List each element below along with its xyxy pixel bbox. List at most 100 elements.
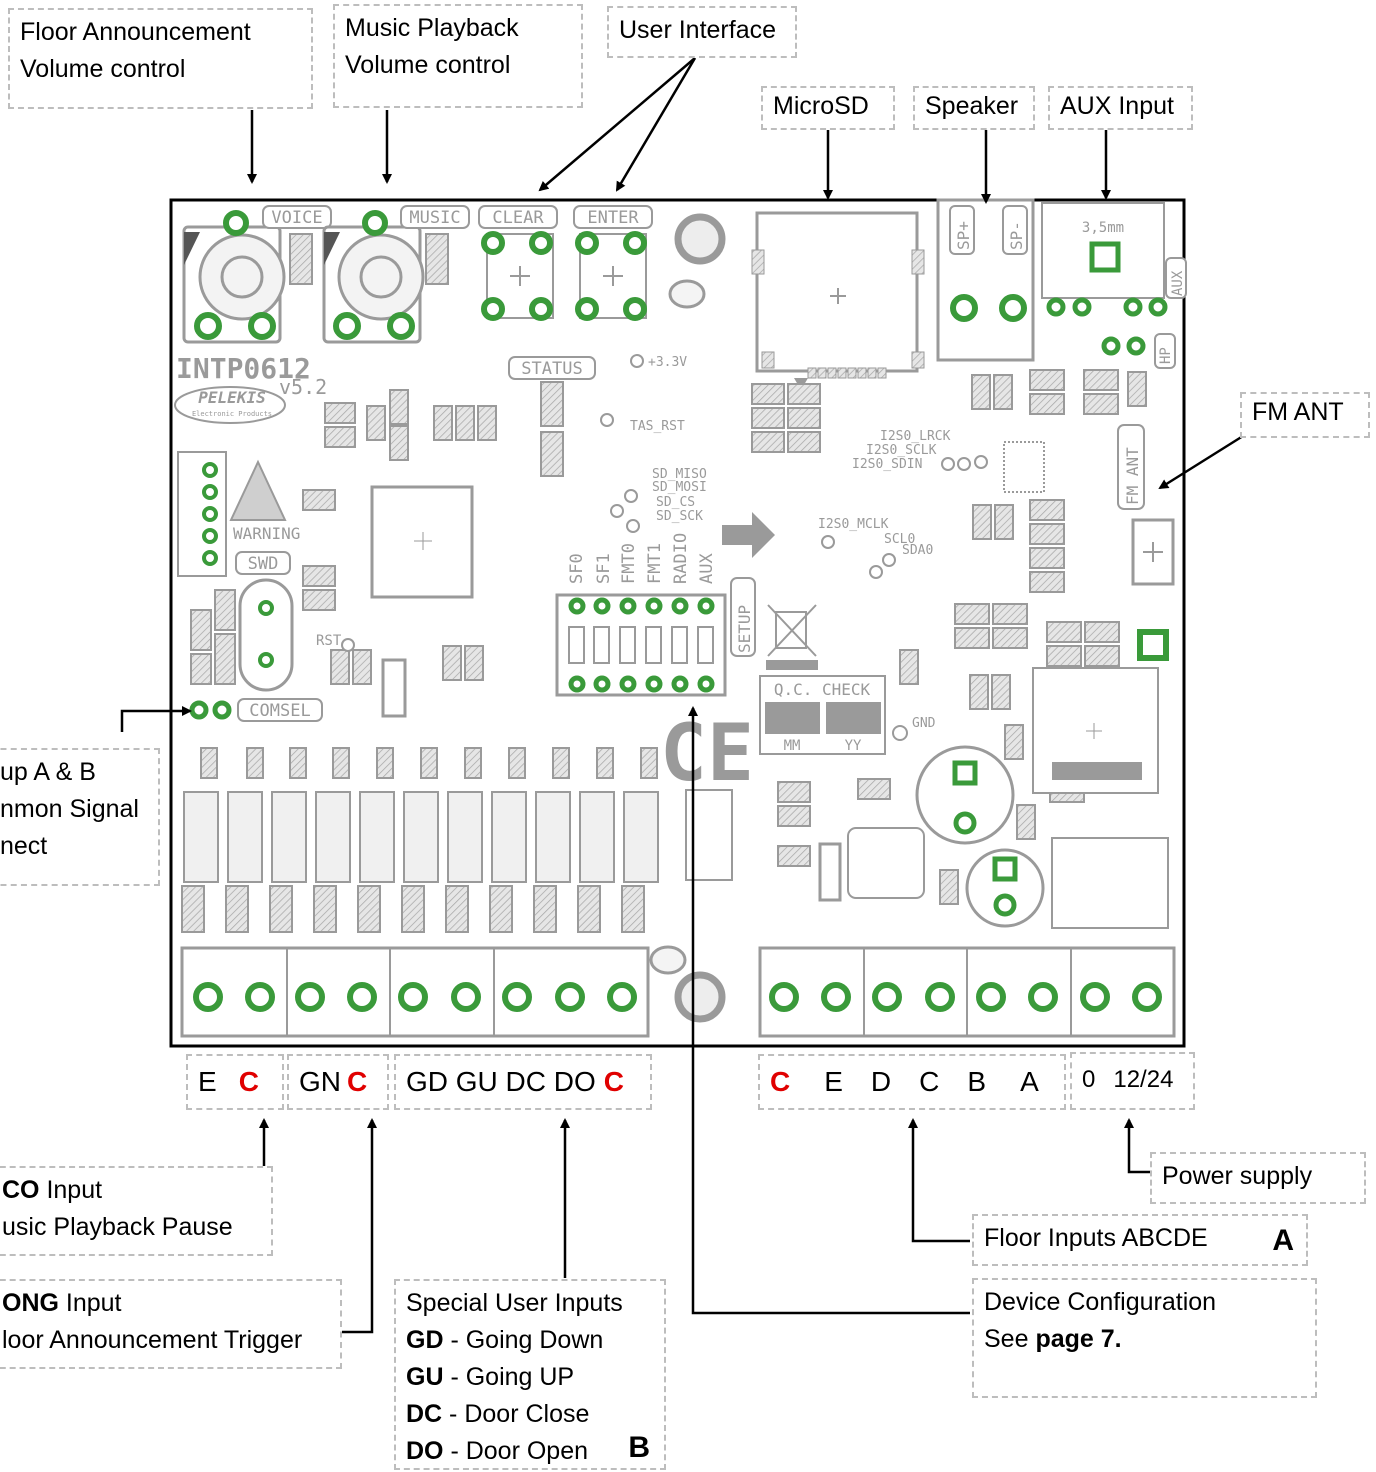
callout-co-input: CO Input usic Playback Pause: [0, 1166, 273, 1256]
codec-chip: [1003, 441, 1045, 493]
callout-microsd-text: MicroSD: [773, 92, 869, 120]
mcu-chip: [370, 485, 474, 599]
terminal-common: C: [238, 1066, 259, 1097]
terminal-e: E: [824, 1066, 843, 1097]
terminal-12-24: 12/24: [1113, 1066, 1174, 1093]
sp-minus-label: SP-: [1007, 221, 1026, 250]
leader-arrows: [120, 57, 1244, 1334]
swd-label-box: [235, 551, 291, 575]
dip-label-radio: RADIO: [671, 533, 691, 584]
brand-sub: Electronic Products: [192, 410, 272, 418]
tas-rst-label: TAS_RST: [630, 419, 685, 434]
callout-music-volume-line2: Volume control: [345, 51, 511, 79]
callout-group-ab-line1: up A & B: [0, 758, 96, 786]
terminal-b: B: [967, 1066, 987, 1097]
jack-label: 3,5mm: [1082, 220, 1124, 236]
terminal-c: C: [919, 1066, 940, 1097]
terminal-common: C: [603, 1066, 625, 1097]
callout-gong-input-line2: loor Announcement Trigger: [2, 1326, 303, 1354]
special-item-gd: GD - Going Down: [406, 1326, 604, 1354]
dip-label-aux: AUX: [697, 553, 717, 584]
special-item-dc: DC - Door Close: [406, 1400, 590, 1428]
terminal-common: C: [347, 1066, 368, 1097]
voice-label-box: [262, 205, 332, 229]
special-item-gu: GU - Going UP: [406, 1363, 575, 1391]
sd-cs-label: SD_CS: [656, 495, 695, 510]
callout-fm-ant: FM ANT: [1240, 392, 1370, 438]
callout-music-volume: Music Playback Volume control: [333, 4, 583, 108]
comsel-label-box: [237, 698, 323, 722]
sd-sck-label: SD_SCK: [656, 509, 703, 524]
capacitor-2: [965, 848, 1045, 928]
callout-co-input-line2: usic Playback Pause: [2, 1213, 233, 1241]
callout-special-inputs: Special User Inputs GD - Going Down GU -…: [394, 1279, 666, 1470]
status-label-box: [508, 356, 596, 380]
callout-aux-input-text: AUX Input: [1060, 92, 1174, 120]
callout-co-input-line1: CO Input: [2, 1172, 261, 1209]
setup-label-box: [730, 577, 756, 657]
callout-group-ab-line2: nmon Signal: [0, 795, 139, 823]
comsel-label: COMSEL: [249, 701, 310, 721]
mounting-hole-bottom: [674, 971, 726, 1023]
callout-aux-input: AUX Input: [1048, 86, 1193, 130]
terminal-common: C: [770, 1066, 791, 1097]
warning-label: WARNING: [233, 524, 300, 543]
hp-label: HP: [1158, 347, 1174, 364]
callout-floor-volume-line1: Floor Announcement: [20, 18, 251, 46]
floor-inputs-letter: A: [1272, 1224, 1294, 1257]
terminal-special: GD GU DC DO: [406, 1066, 596, 1097]
clear-label-box: [478, 205, 558, 229]
sda-label: SDA0: [902, 543, 933, 558]
ce-mark: CE: [660, 709, 754, 799]
callout-floor-volume-line2: Volume control: [20, 55, 186, 83]
terminal-a: A: [1020, 1066, 1039, 1097]
setup-label: SETUP: [735, 605, 754, 653]
rst-label: RST: [316, 633, 342, 649]
left-connector: [177, 451, 227, 577]
special-title: Special User Inputs: [406, 1289, 623, 1317]
co-code: CO: [2, 1176, 40, 1204]
relay-bank: [181, 747, 658, 933]
i2s-sdin-label: I2S0_SDIN: [852, 457, 922, 472]
yy-label: YY: [845, 738, 862, 754]
music-label: MUSIC: [409, 208, 460, 228]
swd-label: SWD: [248, 554, 279, 574]
mm-label: MM: [784, 738, 801, 754]
mounting-hole-top: [674, 213, 726, 265]
i2s-mclk-label: I2S0_MCLK: [818, 517, 889, 532]
terminal-e: E: [198, 1066, 217, 1097]
callout-fm-ant-text: FM ANT: [1252, 398, 1344, 426]
callout-floor-volume: Floor Announcement Volume control: [8, 8, 313, 109]
dip-label-fmt0: FMT0: [619, 543, 639, 584]
capacitor-1: [915, 745, 1015, 845]
scl-label: SCL0: [884, 532, 915, 547]
qc-check-label: Q.C. CHECK: [774, 680, 871, 699]
callout-floor-inputs: Floor Inputs ABCDE A: [972, 1214, 1308, 1266]
board-model: INTP0612: [176, 352, 311, 385]
callout-group-ab-line3: nect: [0, 832, 48, 860]
i2s-sclk-label: I2S0_SCLK: [866, 443, 937, 458]
status-label: STATUS: [521, 359, 582, 379]
gong-rest: Input: [58, 1289, 122, 1317]
voice-label: VOICE: [271, 208, 322, 228]
v33-label: +3.3V: [648, 355, 687, 370]
callout-speaker: Speaker: [913, 86, 1035, 130]
clear-button: [486, 233, 554, 319]
callout-power-supply-text: Power supply: [1162, 1162, 1313, 1190]
callout-music-volume-line1: Music Playback: [345, 14, 519, 42]
callout-user-interface-text: User Interface: [619, 16, 777, 44]
music-label-box: [400, 205, 470, 229]
device-config-line2: See page 7.: [984, 1325, 1122, 1353]
sd-miso-label: SD_MISO: [652, 467, 707, 482]
gnd-label: GND: [912, 716, 936, 731]
brand-logo: [174, 386, 286, 424]
crystal: [238, 578, 294, 692]
callout-microsd: MicroSD: [761, 86, 895, 130]
callout-floor-inputs-text: Floor Inputs ABCDE: [984, 1224, 1208, 1252]
co-rest: Input: [39, 1176, 103, 1204]
